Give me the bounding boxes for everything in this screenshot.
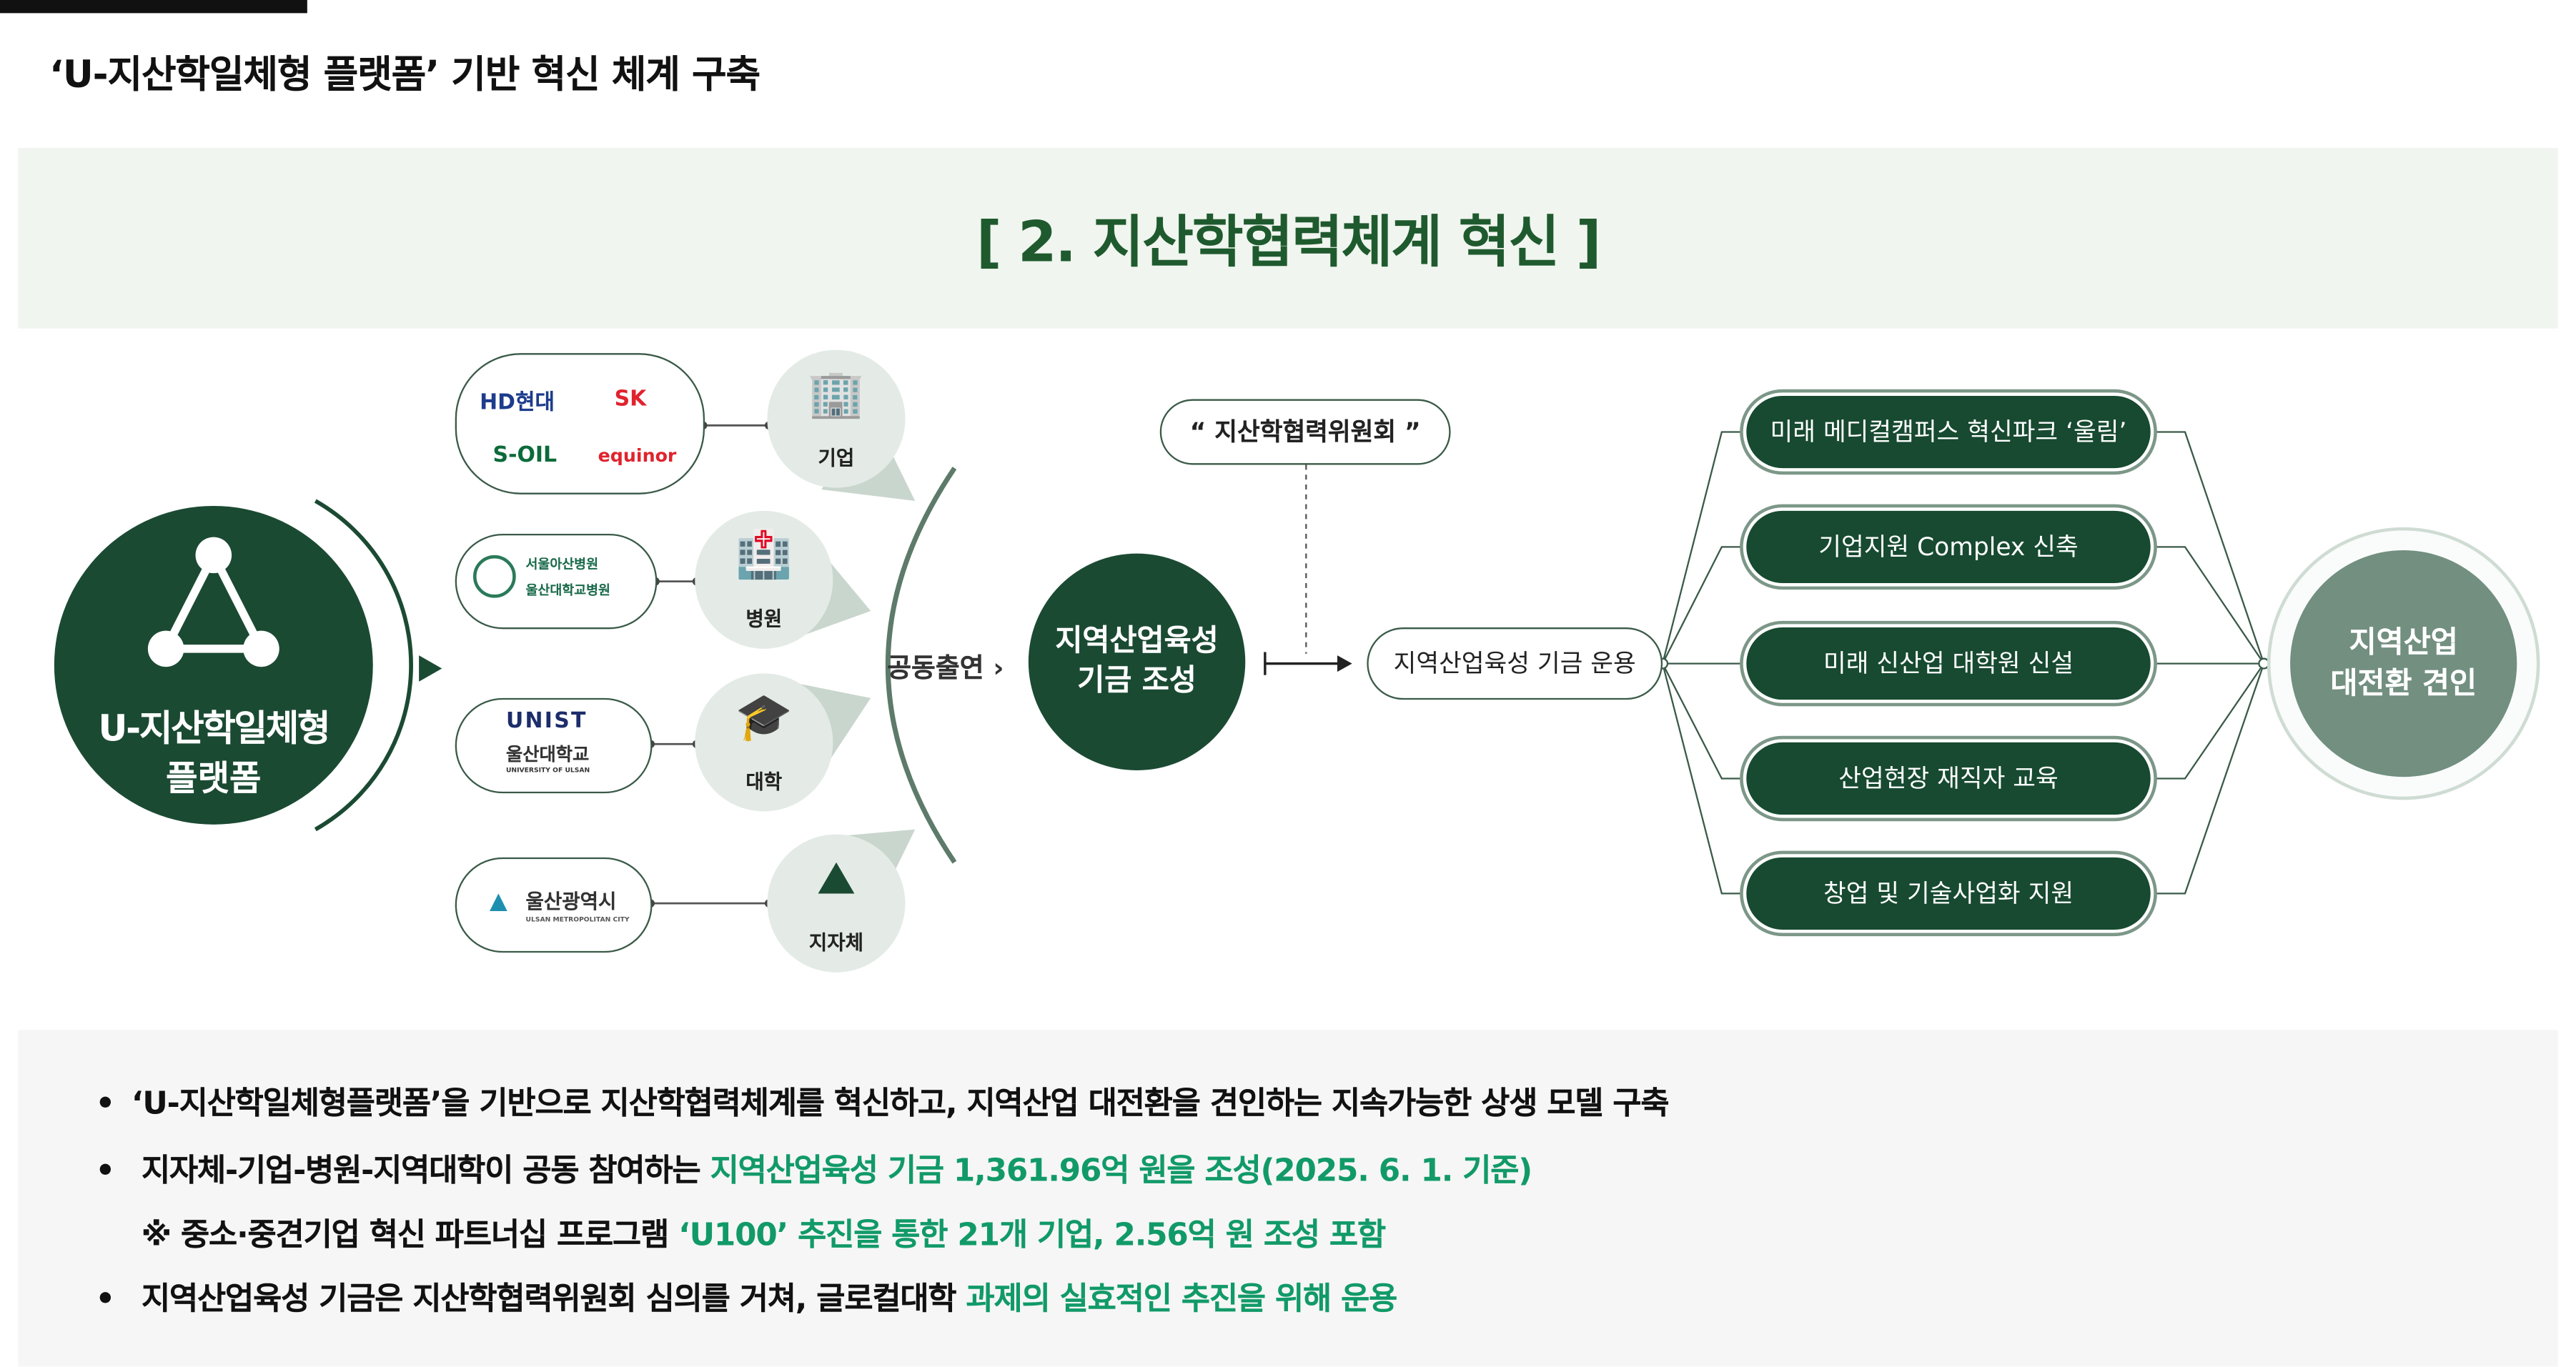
logo-university-of-ulsan: 울산대학교 xyxy=(505,744,590,766)
platform-title-line2: 플랫폼 xyxy=(166,758,262,799)
logo-asan-medical-center: 서울아산병원 xyxy=(525,557,599,572)
city-logos-pill: ▲ 울산광역시 ULSAN METROPOLITAN CITY xyxy=(455,857,653,953)
section-title: [ 2. 지산학협력체계 혁신 ] xyxy=(976,210,1602,277)
partner-label: 지자체 xyxy=(808,931,864,955)
action-item: 창업 및 기술사업화 지원 xyxy=(1746,857,2151,930)
logo-ulsan-city-en: ULSAN METROPOLITAN CITY xyxy=(525,915,630,923)
joint-contribution-label: 공동출연 › xyxy=(887,652,1004,684)
action-item: 미래 신산업 대학원 신설 xyxy=(1746,627,2151,700)
building-icon: 🏢 xyxy=(807,366,866,421)
partner-hospital: 🏥 병원 xyxy=(695,510,833,649)
partner-local-government: ⛰ 지자체 xyxy=(767,834,906,973)
triangle-network-icon xyxy=(147,537,279,667)
mountain-icon: ⛰ xyxy=(816,850,856,905)
fund-line1: 지역산업육성 xyxy=(1055,624,1219,659)
asan-foundation-emblem xyxy=(472,555,516,598)
hospital-icon: 🏥 xyxy=(735,527,793,582)
summary-bullet: • 지역산업육성 기금은 지산학협력위원회 심의를 거쳐, 글로컬대학 과제의 … xyxy=(95,1281,1397,1318)
logo-unist: UNIST xyxy=(505,709,588,735)
logo-hd-hyundai: HD현대 xyxy=(480,391,555,416)
partner-company: 🏢 기업 xyxy=(767,349,906,488)
fund-operation-pill: 지역산업육성 기금 운용 xyxy=(1367,627,1663,700)
logo-university-of-ulsan-en: UNIVERSITY OF ULSAN xyxy=(505,765,590,774)
logo-equinor: equinor xyxy=(598,444,677,467)
page-title: ‘U-지산학일체형 플랫폼’ 기반 혁신 체계 구축 xyxy=(49,54,761,97)
logo-ulsan-city: 울산광역시 xyxy=(525,890,617,913)
fund-line2: 기금 조성 xyxy=(1077,663,1197,698)
committee-pill: “ 지산학협력위원회 ” xyxy=(1159,399,1451,465)
summary-bullet: • 지자체-기업-병원-지역대학이 공동 참여하는 지역산업육성 기금 1,36… xyxy=(95,1153,1532,1190)
partner-label: 대학 xyxy=(745,770,783,794)
partner-university: 🎓 대학 xyxy=(695,673,833,812)
logo-ulsan-univ-hospital: 울산대학교병원 xyxy=(525,582,610,598)
ulsan-city-emblem: ▲ xyxy=(489,888,507,915)
company-logos-pill: HD현대 SK S-OIL equinor xyxy=(455,353,705,494)
partner-label: 병원 xyxy=(745,607,783,631)
logo-s-oil: S-OIL xyxy=(492,443,558,469)
top-accent-bar xyxy=(0,0,307,14)
logo-sk: SK xyxy=(614,387,647,412)
section-header-band xyxy=(18,147,2558,329)
arrow-right-icon xyxy=(419,655,442,682)
summary-bullet: •‘U-지산학일체형플랫폼’을 기반으로 지산학협력체계를 혁신하고, 지역산업… xyxy=(95,1085,1669,1122)
summary-panel xyxy=(18,1030,2558,1367)
platform-title-line1: U-지산학일체형 xyxy=(98,709,330,751)
goal-line2: 대전환 견인 xyxy=(2330,667,2477,702)
graduation-cap-icon: 🎓 xyxy=(735,690,793,745)
goal-line1: 지역산업 xyxy=(2349,625,2458,660)
action-item: 미래 메디컬캠퍼스 혁신파크 ‘울림’ xyxy=(1746,395,2151,469)
summary-note: ※ 중소·중견기업 혁신 파트너십 프로그램 ‘U100’ 추진을 통한 21개… xyxy=(141,1217,1386,1253)
action-item: 기업지원 Complex 신축 xyxy=(1746,510,2151,583)
platform-circle: U-지산학일체형 플랫폼 xyxy=(54,505,373,825)
action-item: 산업현장 재직자 교육 xyxy=(1746,742,2151,815)
partner-label: 기업 xyxy=(818,447,855,470)
hospital-logos-pill: 서울아산병원 울산대학교병원 xyxy=(455,534,658,630)
university-logos-pill: UNIST 울산대학교 UNIVERSITY OF ULSAN xyxy=(455,697,653,794)
fund-creation-circle: 지역산업육성 기금 조성 xyxy=(1028,553,1246,770)
